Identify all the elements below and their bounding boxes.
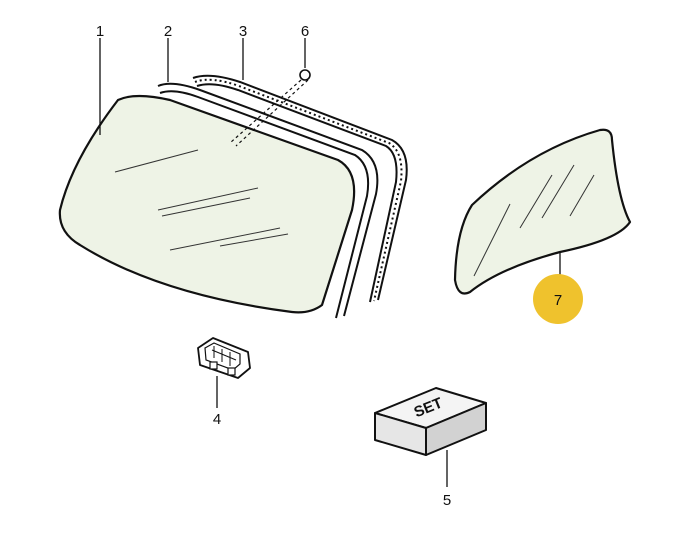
label-part-3[interactable]: 3 — [239, 23, 247, 40]
mirror-mount[interactable] — [197, 337, 251, 379]
label-part-1[interactable]: 1 — [96, 23, 104, 40]
label-part-7[interactable]: 7 — [554, 292, 562, 309]
pin[interactable] — [229, 69, 311, 147]
label-part-5[interactable]: 5 — [443, 492, 451, 509]
side-window[interactable] — [453, 128, 632, 295]
leader-lines — [99, 38, 561, 487]
part-7-highlight — [533, 274, 583, 324]
label-part-2[interactable]: 2 — [164, 23, 172, 40]
callout-labels: 1 2 3 6 4 5 7 — [96, 23, 562, 509]
label-part-6[interactable]: 6 — [301, 23, 309, 40]
outer-seal-strip[interactable] — [192, 74, 408, 303]
adhesive-set-box[interactable]: SET — [374, 387, 487, 456]
windshield[interactable] — [58, 94, 356, 314]
label-part-4[interactable]: 4 — [213, 411, 221, 428]
inner-trim-strip[interactable] — [157, 82, 379, 319]
